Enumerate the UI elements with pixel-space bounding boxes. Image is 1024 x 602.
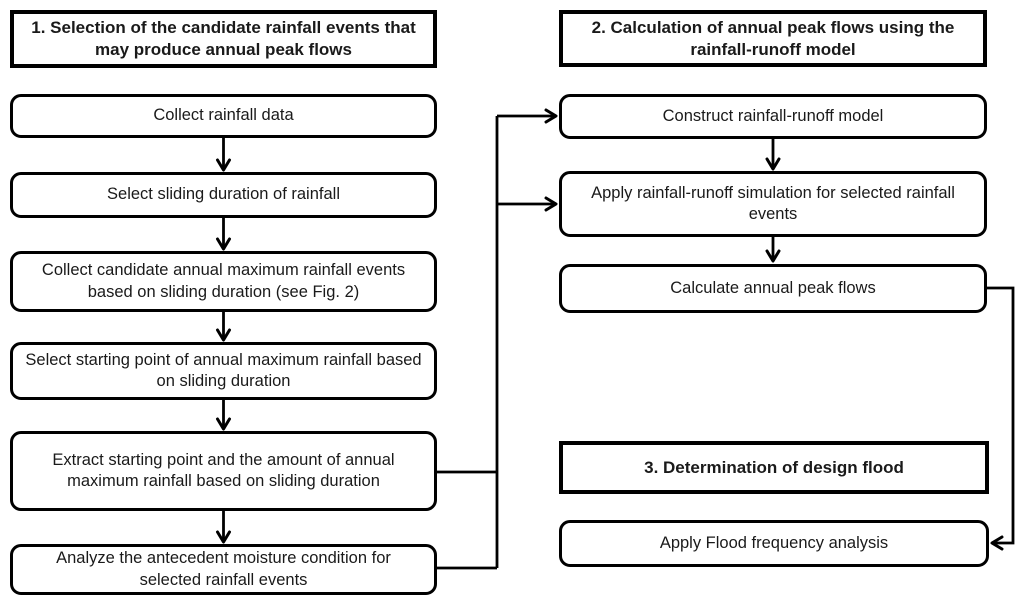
step-construct-model: Construct rainfall-runoff model <box>559 94 987 139</box>
section-3-header-box: 3. Determination of design flood <box>559 441 989 494</box>
step-analyze-moisture-condition: Analyze the antecedent moisture conditio… <box>10 544 437 595</box>
left-to-right-branch-connector <box>437 108 558 570</box>
step-collect-rainfall-data: Collect rainfall data <box>10 94 437 138</box>
step-select-starting-point: Select starting point of annual maximum … <box>10 342 437 400</box>
section-2-header-box: 2. Calculation of annual peak flows usin… <box>559 10 987 67</box>
step-apply-simulation: Apply rainfall-runoff simulation for sel… <box>559 171 987 237</box>
step-calculate-peak-flows: Calculate annual peak flows <box>559 264 987 313</box>
section-1-header-box: 1. Selection of the candidate rainfall e… <box>10 10 437 68</box>
step-extract-starting-point: Extract starting point and the amount of… <box>10 431 437 511</box>
step-collect-candidate-events: Collect candidate annual maximum rainfal… <box>10 251 437 312</box>
step-select-sliding-duration: Select sliding duration of rainfall <box>10 172 437 218</box>
step-apply-flood-frequency: Apply Flood frequency analysis <box>559 520 989 567</box>
peak-flows-to-frequency-connector <box>985 286 1015 551</box>
